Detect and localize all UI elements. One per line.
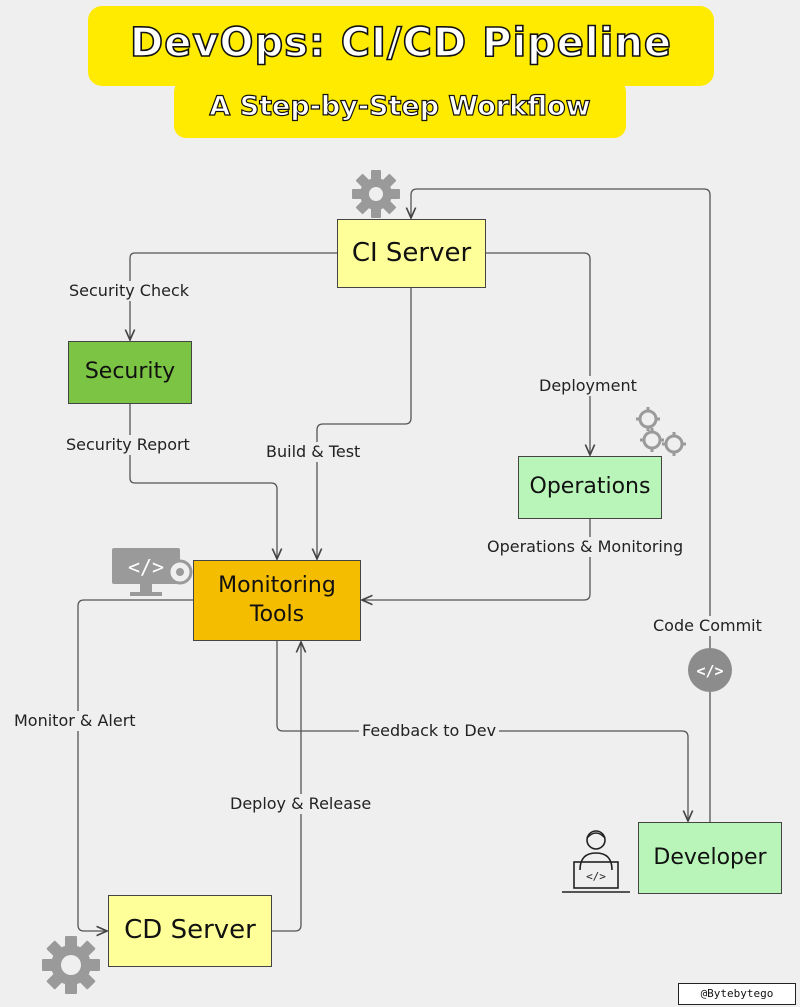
node-cd-server: CD Server — [108, 895, 272, 967]
operations-label: Operations — [529, 474, 651, 500]
monitoring-tools-label: Monitoring Tools — [218, 572, 336, 627]
diagram-subtitle: A Step-by-Step Workflow — [209, 90, 591, 122]
label-deployment: Deployment — [536, 376, 640, 396]
gears-icon — [636, 407, 686, 456]
edge-deploy-release — [272, 642, 301, 932]
node-developer: Developer — [638, 822, 782, 894]
credit-watermark: @Bytebytego — [678, 983, 796, 1005]
edge-security-check — [130, 252, 337, 340]
cd-server-label: CD Server — [124, 915, 256, 946]
title-banner — [88, 6, 714, 86]
developer-label: Developer — [653, 844, 767, 870]
node-security: Security — [68, 341, 192, 404]
label-security-check: Security Check — [66, 281, 193, 301]
label-feedback-to-dev: Feedback to Dev — [359, 721, 500, 741]
edge-build-test — [317, 288, 412, 559]
node-monitoring-tools: Monitoring Tools — [193, 560, 361, 641]
label-security-report: Security Report — [63, 435, 193, 455]
label-monitor-alert: Monitor & Alert — [11, 711, 139, 731]
edge-deployment — [486, 252, 590, 455]
edge-security-report — [129, 404, 277, 559]
label-operations-monitoring: Operations & Monitoring — [484, 537, 687, 557]
gear-icon — [42, 936, 100, 994]
code-icon: </> — [688, 648, 732, 692]
label-code-commit: Code Commit — [650, 616, 765, 636]
subtitle-banner — [174, 80, 626, 138]
code-monitor-icon: </> — [112, 548, 193, 596]
label-build-test: Build & Test — [263, 442, 364, 462]
gear-icon — [352, 170, 400, 218]
developer-at-laptop-icon: </> — [562, 830, 630, 893]
node-operations: Operations — [518, 456, 662, 519]
svg-text:</>: </> — [128, 555, 164, 579]
diagram-title: DevOps: CI/CD Pipeline — [129, 19, 672, 67]
svg-text:</>: </> — [586, 870, 606, 883]
security-label: Security — [84, 359, 176, 385]
edge-monitor-alert — [77, 599, 193, 931]
edge-code-commit — [411, 188, 711, 822]
ci-server-label: CI Server — [351, 237, 472, 268]
edge-ops-monitoring — [362, 519, 591, 600]
label-deploy-release: Deploy & Release — [227, 794, 375, 814]
node-ci-server: CI Server — [337, 219, 486, 288]
svg-text:</>: </> — [696, 662, 723, 680]
